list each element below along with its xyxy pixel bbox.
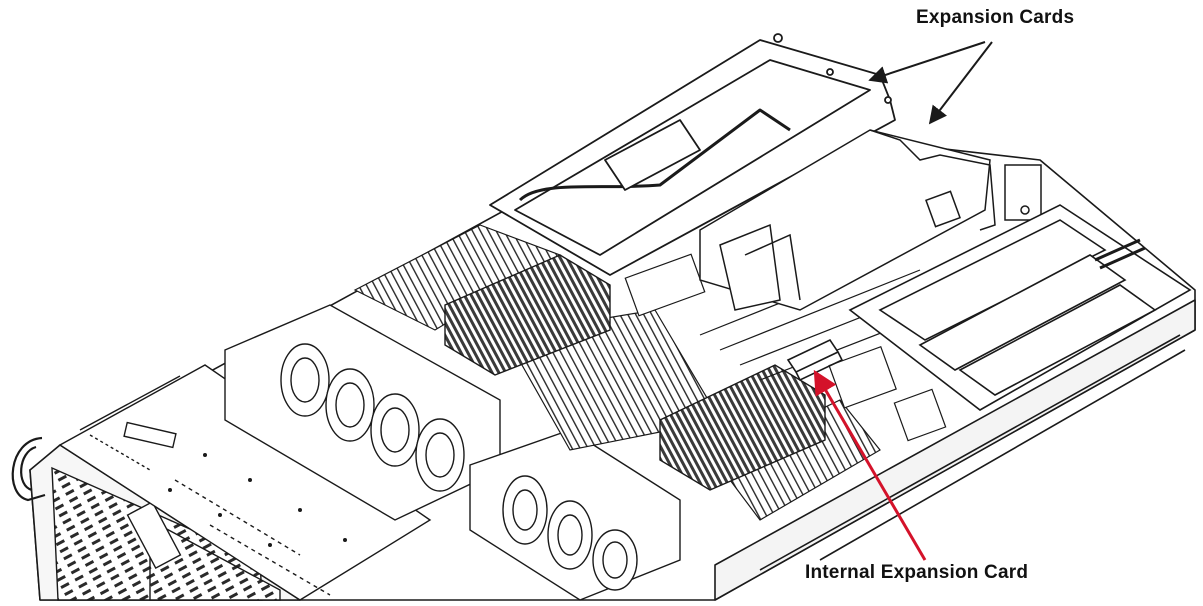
arrow-internal-expansion-card xyxy=(813,369,927,561)
arrow-expansion-card-2 xyxy=(928,41,993,125)
fan-modules xyxy=(224,304,681,601)
cpu-heatsinks xyxy=(444,254,826,491)
internal-expansion-card-label: Internal Expansion Card xyxy=(805,562,1029,583)
arrow-expansion-card-1 xyxy=(868,41,986,84)
top-cover xyxy=(58,364,432,601)
motherboard xyxy=(624,253,947,442)
front-handle xyxy=(11,436,46,502)
expansion-cards-label: Expansion Cards xyxy=(916,7,1075,28)
callout-arrows xyxy=(813,41,993,561)
power-supply xyxy=(848,204,1192,411)
expansion-card-slots xyxy=(699,129,1042,311)
drive-bays xyxy=(51,466,281,601)
riser-bracket xyxy=(489,33,896,276)
